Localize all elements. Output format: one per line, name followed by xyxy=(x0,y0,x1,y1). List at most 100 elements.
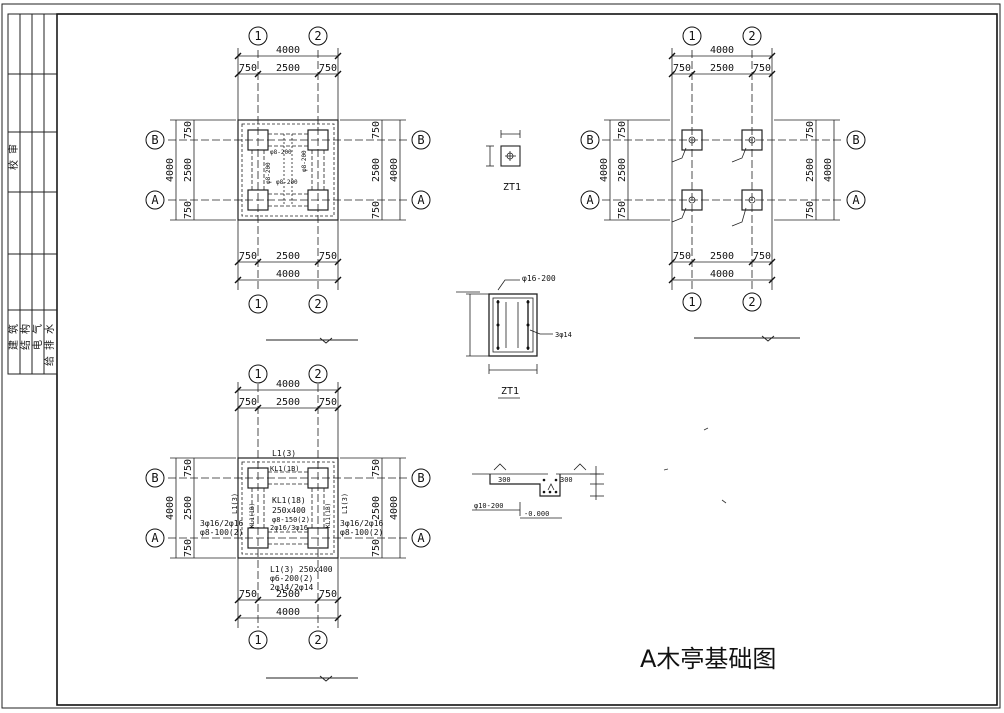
p3-label-left-stirrup: φ8-100(2) xyxy=(200,528,243,537)
p3-label-bottom-3: 2φ14/2φ14 xyxy=(270,583,314,592)
p3-label-l1-left: L1(3) xyxy=(231,493,239,514)
p2-dim-top-side-l: 750 xyxy=(673,63,691,74)
p1-dim-bot-side-r: 750 xyxy=(319,251,337,262)
p3-axis-b-right: B xyxy=(417,471,424,485)
p2-dim-right-side-t: 750 xyxy=(805,121,816,139)
p2-dim-right-mid: 2500 xyxy=(805,158,816,182)
strip-right-dim: 300 xyxy=(560,476,573,484)
column-section-bars xyxy=(496,300,530,350)
p1-dim-left-side-b: 750 xyxy=(183,201,194,219)
zt1-section-label: ZT1 xyxy=(501,386,519,397)
p2-dim-top-total: 4000 xyxy=(710,45,734,56)
p2-dim-bot-mid: 2500 xyxy=(710,251,734,262)
p2-dim-right-side-b: 750 xyxy=(805,201,816,219)
sidebar-discipline-1: 建 筑 xyxy=(7,324,20,350)
p3-label-size: 250x400 xyxy=(272,506,306,515)
p1-dim-bot-total: 4000 xyxy=(276,269,300,280)
p1-axis-2-top: 2 xyxy=(314,29,321,43)
p2-dim-bot-side-l: 750 xyxy=(673,251,691,262)
p1-dim-right-side-t: 750 xyxy=(371,121,382,139)
outer-frame xyxy=(1,3,1001,709)
p2-dim-bot-total: 4000 xyxy=(710,269,734,280)
p1-dim-left-total: 4000 xyxy=(165,158,176,182)
p1-dim-top-total: 4000 xyxy=(276,45,300,56)
p2-dim-left-side-b: 750 xyxy=(617,201,628,219)
p1-dim-top-mid: 2500 xyxy=(276,63,300,74)
p2-dim-top-mid: 2500 xyxy=(710,63,734,74)
p1-axis-1-top: 1 xyxy=(254,29,261,43)
p2-dim-bot-side-r: 750 xyxy=(753,251,771,262)
p3-dim-left-mid: 2500 xyxy=(183,496,194,520)
p2-axis-a-right: A xyxy=(852,193,860,207)
p3-label-l1-right: L1(3) xyxy=(341,493,349,514)
strip-section-detail xyxy=(472,463,604,519)
p2-axis-b-right: B xyxy=(852,133,859,147)
p3-label-kl1-18: KL1(18) xyxy=(272,496,306,505)
p3-label-kl1-left: KL1(1B) xyxy=(249,503,256,528)
p1-axis-b-left: B xyxy=(151,133,158,147)
p3-dim-top-side-l: 750 xyxy=(239,397,257,408)
p3-axis-2-top: 2 xyxy=(314,367,321,381)
p2-axis-2-bot: 2 xyxy=(748,295,755,309)
plan-3: 4000 750 2500 750 750 2500 750 4000 750 … xyxy=(145,364,431,682)
p1-dim-bot-mid: 2500 xyxy=(276,251,300,262)
p1-note-1: φ8-200 xyxy=(270,149,292,156)
p2-axis-1-bot: 1 xyxy=(688,295,695,309)
column-section-detail xyxy=(456,279,553,399)
p3-label-left-rebar: 3φ16/2φ16 xyxy=(200,519,244,528)
p1-axis-a-right: A xyxy=(417,193,425,207)
p3-dim-left-total: 4000 xyxy=(165,496,176,520)
p3-label-kl1-right: KL1(1B) xyxy=(325,503,332,528)
p3-dim-right-total: 4000 xyxy=(389,496,400,520)
p1-dim-right-side-b: 750 xyxy=(371,201,382,219)
p1-note-2: φ8-200 xyxy=(276,179,298,186)
inner-frame xyxy=(56,13,998,706)
p1-dim-right-total: 4000 xyxy=(389,158,400,182)
p3-label-l1-top: L1(3) xyxy=(272,449,296,458)
p3-label-bottom-1: L1(3) 250x400 xyxy=(270,565,333,574)
p1-note-4: φ8-200 xyxy=(301,150,308,172)
p3-axis-1-top: 1 xyxy=(254,367,261,381)
strip-elev-note: -0.000 xyxy=(524,510,549,518)
p1-dim-left-mid: 2500 xyxy=(183,158,194,182)
p1-note-3: φ8-200 xyxy=(265,162,272,184)
p3-label-main: 2φ16/3φ16 xyxy=(270,524,308,532)
p2-axis-2-top: 2 xyxy=(748,29,755,43)
p1-axis-1-bot: 1 xyxy=(254,297,261,311)
p3-dim-right-side-t: 750 xyxy=(371,459,382,477)
sidebar-block1: 校 审 xyxy=(7,144,20,170)
p3-axis-a-left: A xyxy=(151,531,159,545)
p3-axis-b-left: B xyxy=(151,471,158,485)
strip-left-dim: 300 xyxy=(498,476,511,484)
p3-dim-bot-side-r: 750 xyxy=(319,589,337,600)
p3-title-line xyxy=(266,675,358,682)
p3-dim-top-mid: 2500 xyxy=(276,397,300,408)
p2-dim-left-side-t: 750 xyxy=(617,121,628,139)
title-block xyxy=(7,13,58,375)
p1-title-line xyxy=(266,337,358,344)
p3-dim-left-side-t: 750 xyxy=(183,459,194,477)
p3-axis-2-bot: 2 xyxy=(314,633,321,647)
p3-dim-bot-mid: 2500 xyxy=(276,589,300,600)
p2-axis-b-left: B xyxy=(586,133,593,147)
p2-dim-left-total: 4000 xyxy=(599,158,610,182)
p1-dim-bot-side-l: 750 xyxy=(239,251,257,262)
p3-dim-bot-side-l: 750 xyxy=(239,589,257,600)
sidebar-discipline-3: 电 气 xyxy=(31,324,44,350)
p3-label-bottom-2: φ6-200(2) xyxy=(270,574,313,583)
p3-dim-bot-total: 4000 xyxy=(276,607,300,618)
p3-dim-top-total: 4000 xyxy=(276,379,300,390)
p1-dim-top-side-r: 750 xyxy=(319,63,337,74)
p2-axis-1-top: 1 xyxy=(688,29,695,43)
p3-dim-left-side-b: 750 xyxy=(183,539,194,557)
p1-axis-2-bot: 2 xyxy=(314,297,321,311)
p1-axis-a-left: A xyxy=(151,193,159,207)
p2-dim-left-mid: 2500 xyxy=(617,158,628,182)
plan-1: 4000 750 2500 750 750 2500 750 4000 750 … xyxy=(145,26,431,344)
p2-title-line xyxy=(694,335,800,342)
p2-dim-right-total: 4000 xyxy=(823,158,834,182)
plan-2: 4000 750 2500 750 750 2500 750 4000 750 … xyxy=(580,26,866,342)
p2-dim-top-side-r: 750 xyxy=(753,63,771,74)
p1-dim-top-side-l: 750 xyxy=(239,63,257,74)
